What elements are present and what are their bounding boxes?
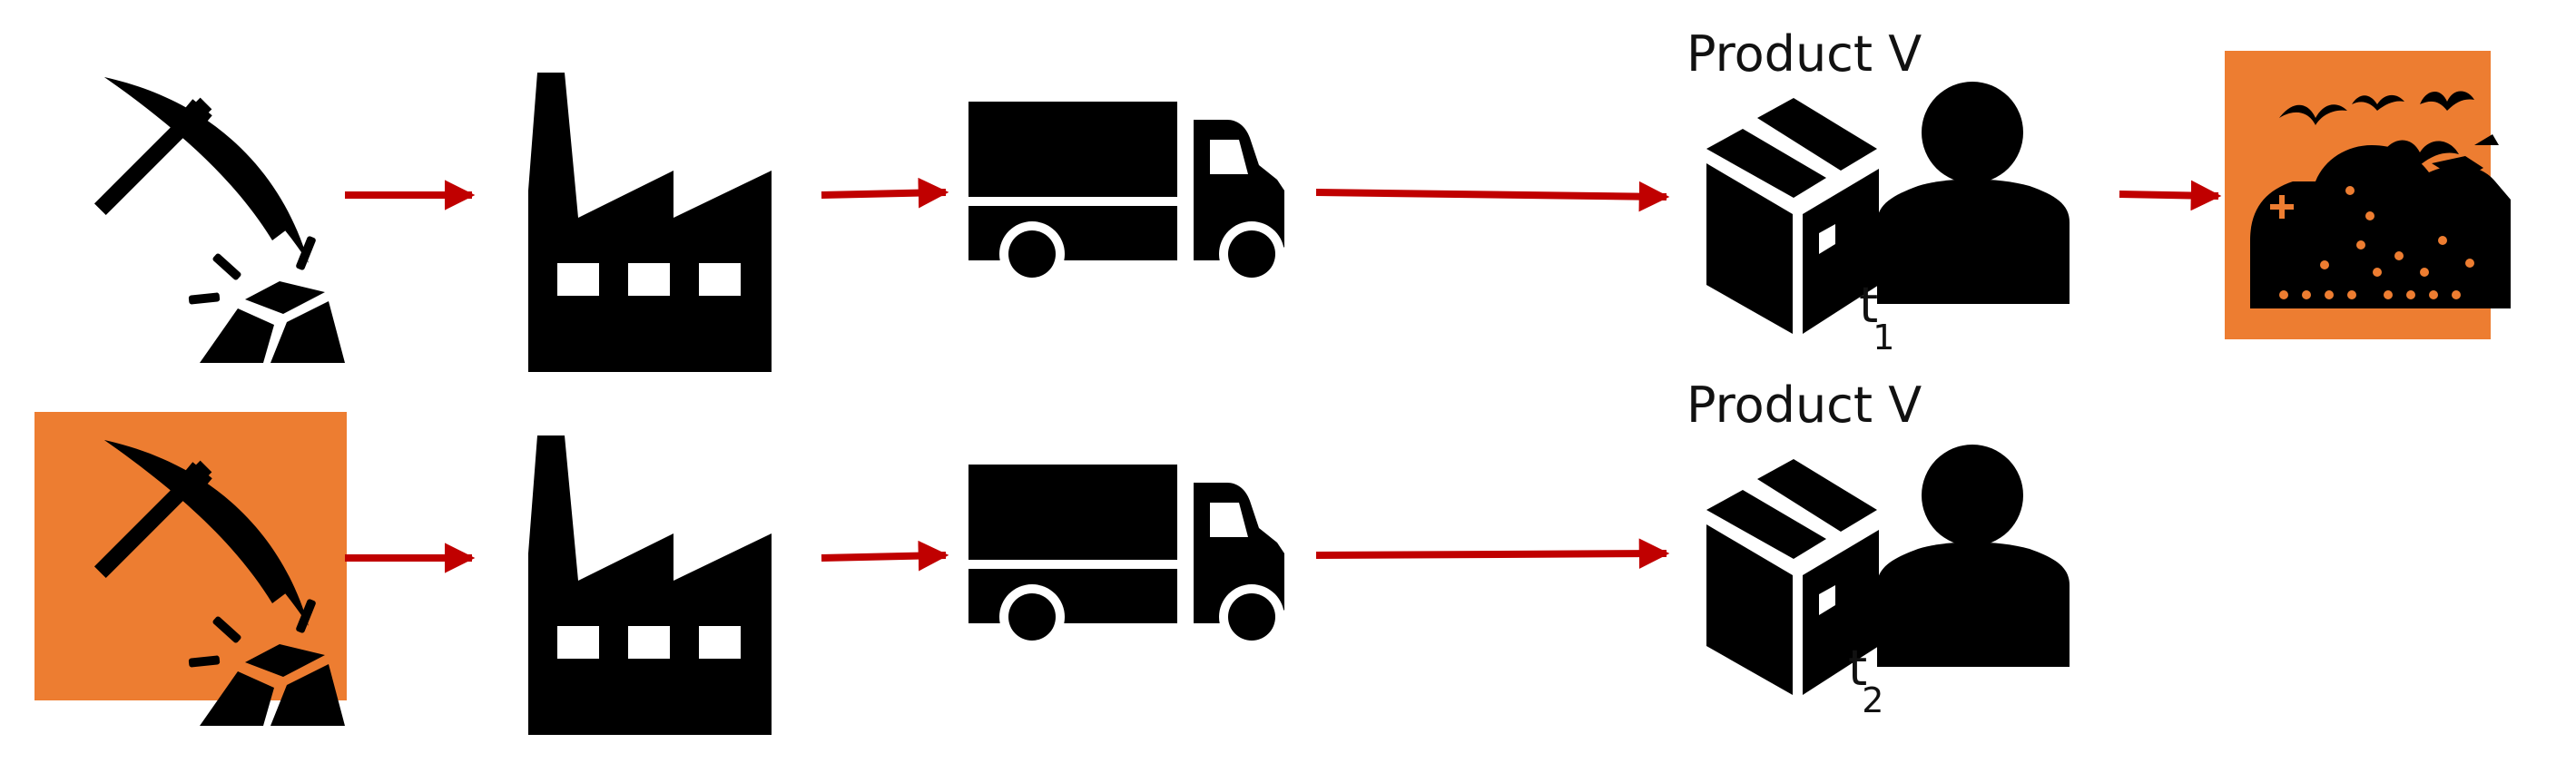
- factory-icon: [528, 435, 772, 735]
- mining-icon: [93, 77, 346, 363]
- truck-icon: [968, 465, 1284, 650]
- factory-icon: [528, 73, 772, 372]
- arrow-4: [2119, 180, 2222, 211]
- package-icon: [1706, 98, 1879, 334]
- arrow-2: [821, 540, 949, 572]
- arrow-3: [1315, 538, 1670, 569]
- person-icon: [1877, 82, 2070, 304]
- arrow-2: [821, 177, 949, 209]
- product-label: Product V: [1686, 25, 1922, 83]
- person-icon: [1877, 445, 2070, 667]
- truck-icon: [968, 102, 1284, 287]
- arrow-3: [1315, 181, 1670, 212]
- product-label: Product V: [1686, 377, 1922, 434]
